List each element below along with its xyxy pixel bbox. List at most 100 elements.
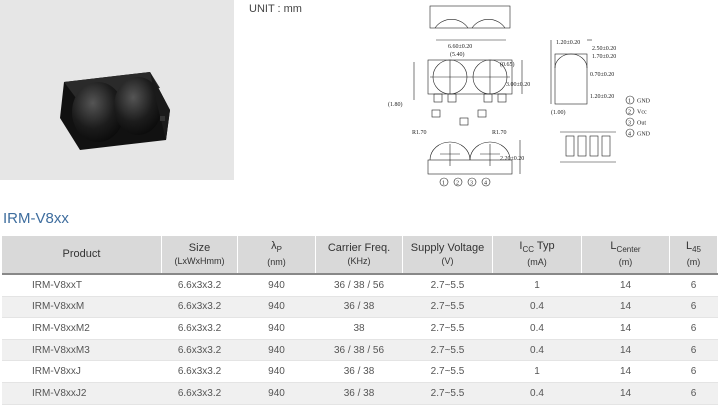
cell-supply-voltage: 2.7~5.5 — [402, 360, 493, 383]
dim-300: 3.00±0.20 — [506, 82, 530, 88]
legend-label-3: Out — [637, 121, 646, 127]
header-wavelength-subscript: P — [276, 245, 282, 255]
dim-100: (1.00) — [551, 109, 566, 116]
header-carrier-freq-unit: (KHz) — [347, 255, 371, 266]
cell-product: IRM-V8xxJ — [2, 360, 162, 383]
cell-size: 6.6x3x3.2 — [161, 382, 238, 405]
cell-product: IRM-V8xxM — [2, 296, 162, 319]
dim-660: 6.60±0.20 — [448, 44, 472, 50]
cell-wavelength: 940 — [237, 382, 316, 405]
dim-180: (1.80) — [388, 101, 403, 108]
dim-r170-left: R1.70 — [412, 130, 427, 136]
cell-l45: 6 — [669, 272, 718, 297]
legend-label-1: GND — [637, 99, 651, 105]
header-l-center: LCenter (m) — [581, 236, 670, 274]
cell-carrier-freq: 36 / 38 / 56 — [315, 272, 403, 297]
dimension-drawing: 1 2 3 4 1 GND 2 Vcc 3 Out 4 GND 6.60±0.2… — [388, 5, 651, 187]
cell-supply-voltage: 2.7~5.5 — [402, 339, 493, 362]
cell-size: 6.6x3x3.2 — [161, 272, 238, 297]
cell-wavelength: 940 — [237, 339, 316, 362]
cell-supply-voltage: 2.7~5.5 — [402, 296, 493, 319]
header-icc: ICC Typ (mA) — [492, 236, 582, 274]
cell-product: IRM-V8xxT — [2, 272, 162, 297]
cell-carrier-freq: 36 / 38 — [315, 360, 403, 383]
unit-label: UNIT : mm — [249, 3, 302, 15]
dim-170: 1.70±0.20 — [592, 54, 616, 60]
header-size-label: Size — [188, 241, 211, 254]
cell-l45: 6 — [669, 360, 718, 383]
legend-num-2: 2 — [628, 110, 631, 116]
dim-250: 2.50±0.20 — [592, 46, 616, 52]
pin-number-2: 2 — [456, 181, 459, 187]
header-wavelength-unit: (nm) — [267, 257, 286, 268]
header-l-center-symbol: L — [610, 239, 617, 252]
header-l45-subscript: 45 — [692, 245, 702, 255]
product-photo — [0, 0, 234, 180]
cell-l-center: 14 — [581, 317, 670, 340]
cell-wavelength: 940 — [237, 317, 316, 340]
cell-size: 6.6x3x3.2 — [161, 317, 238, 340]
section-title: IRM-V8xx — [3, 210, 69, 227]
header-icc-subscript: CC — [522, 245, 535, 255]
header-l-center-unit: (m) — [618, 257, 633, 268]
cell-icc: 0.4 — [492, 317, 582, 340]
legend-label-4: GND — [637, 132, 651, 138]
cell-icc: 0.4 — [492, 382, 582, 405]
dim-120-bottom: 1.20±0.20 — [590, 94, 614, 100]
legend-num-1: 1 — [628, 99, 631, 105]
spec-table: Product Size (LxWxHmm) λP (nm) Carrier F… — [2, 236, 718, 405]
header-product-label: Product — [62, 248, 101, 260]
pin-number-3: 3 — [470, 181, 473, 187]
header-icc-suffix: Typ — [534, 239, 555, 252]
cell-l45: 6 — [669, 339, 718, 362]
dim-540: (5.40) — [450, 51, 465, 58]
header-wavelength-symbol: λ — [271, 239, 277, 252]
cell-l-center: 14 — [581, 296, 670, 319]
cell-size: 6.6x3x3.2 — [161, 339, 238, 362]
cell-wavelength: 940 — [237, 360, 316, 383]
cell-icc: 0.4 — [492, 296, 582, 319]
cell-l-center: 14 — [581, 382, 670, 405]
table-row: IRM-V8xxM2 6.6x3x3.2 940 38 2.7~5.5 0.4 … — [2, 317, 718, 340]
dim-065: (0.65) — [500, 61, 515, 68]
cell-carrier-freq: 36 / 38 — [315, 296, 403, 319]
dim-120-top: 1.20±0.20 — [556, 40, 580, 46]
pin-number-1: 1 — [442, 181, 445, 187]
cell-wavelength: 940 — [237, 272, 316, 297]
cell-l45: 6 — [669, 382, 718, 405]
header-size-unit: (LxWxHmm) — [174, 255, 225, 266]
dim-r170-right: R1.70 — [492, 130, 507, 136]
header-supply-voltage-unit: (V) — [441, 255, 454, 266]
cell-wavelength: 940 — [237, 296, 316, 319]
header-l45-unit: (m) — [686, 257, 701, 268]
cell-l-center: 14 — [581, 272, 670, 297]
table-row: IRM-V8xxT 6.6x3x3.2 940 36 / 38 / 56 2.7… — [2, 272, 718, 297]
cell-l-center: 14 — [581, 339, 670, 362]
cell-product: IRM-V8xxM2 — [2, 317, 162, 340]
ir-receiver-module-image — [60, 72, 170, 150]
cell-size: 6.6x3x3.2 — [161, 296, 238, 319]
header-l45: L45 (m) — [669, 236, 718, 274]
cell-icc: 0.4 — [492, 339, 582, 362]
header-l45-symbol: L — [685, 239, 693, 252]
legend-num-4: 4 — [628, 132, 631, 138]
cell-size: 6.6x3x3.2 — [161, 360, 238, 383]
table-row: IRM-V8xxJ2 6.6x3x3.2 940 36 / 38 2.7~5.5… — [2, 382, 718, 405]
legend-label-2: Vcc — [637, 110, 647, 116]
cell-supply-voltage: 2.7~5.5 — [402, 317, 493, 340]
cell-product: IRM-V8xxM3 — [2, 339, 162, 362]
cell-supply-voltage: 2.7~5.5 — [402, 382, 493, 405]
cell-l-center: 14 — [581, 360, 670, 383]
dim-070: 0.70±0.20 — [590, 72, 614, 78]
cell-product: IRM-V8xxJ2 — [2, 382, 162, 405]
legend-num-3: 3 — [628, 121, 631, 127]
dim-220: 2.20±0.20 — [500, 156, 524, 162]
header-wavelength: λP (nm) — [237, 236, 316, 274]
cell-carrier-freq: 36 / 38 / 56 — [315, 339, 403, 362]
cell-icc: 1 — [492, 360, 582, 383]
cell-icc: 1 — [492, 272, 582, 297]
cell-l45: 6 — [669, 317, 718, 340]
pin-number-4: 4 — [484, 181, 487, 187]
cell-carrier-freq: 36 / 38 — [315, 382, 403, 405]
header-size: Size (LxWxHmm) — [161, 236, 238, 274]
